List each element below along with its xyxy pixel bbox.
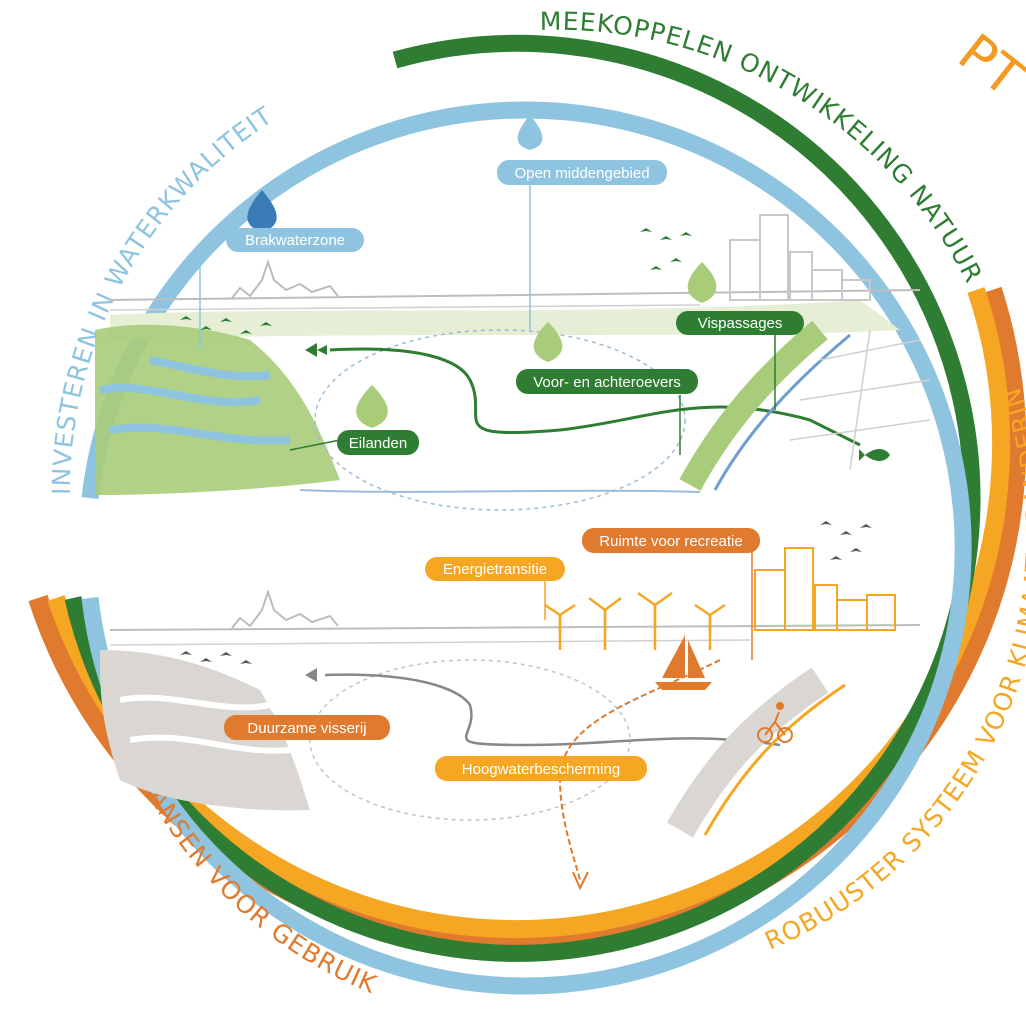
wetland-bottom-left xyxy=(100,650,310,811)
flow-arrow-head xyxy=(572,871,589,891)
river-right-top xyxy=(679,320,828,491)
village-top xyxy=(231,258,339,299)
cyclist-icon xyxy=(757,702,793,743)
wetland-bottom-channels xyxy=(119,694,291,754)
open-water-drop-icon xyxy=(517,115,543,150)
fish-route-bottom xyxy=(324,673,781,747)
label-vispassages: Vispassages xyxy=(676,311,804,335)
river-right-bottom-edge xyxy=(703,683,846,836)
ring-blue xyxy=(81,101,972,995)
wetland-channels xyxy=(99,356,291,445)
label-brakwaterzone: Brakwaterzone xyxy=(226,228,364,252)
label-ruimte-voor-recreatie: Ruimte voor recreatie xyxy=(582,528,760,553)
ring-green xyxy=(64,34,981,962)
arrows-drop-icon xyxy=(687,262,717,303)
bird-drop-icon-shores xyxy=(533,322,563,362)
birds-top-left xyxy=(180,316,272,334)
svg-text:Duurzame visserij: Duurzame visserij xyxy=(247,720,366,737)
wetland-left xyxy=(95,324,340,495)
city-top xyxy=(729,214,871,301)
sailboat-icon xyxy=(655,635,712,690)
horizon-line-bottom-2 xyxy=(109,639,751,646)
birds-bottom-right xyxy=(820,521,872,560)
windmills xyxy=(544,591,726,650)
svg-text:Open middengebied: Open middengebied xyxy=(514,165,649,182)
corner-mark: PT xyxy=(947,23,1026,109)
svg-text:Vispassages: Vispassages xyxy=(698,315,783,332)
svg-text:Hoogwaterbescherming: Hoogwaterbescherming xyxy=(462,761,620,778)
label-energietransitie: Energietransitie xyxy=(425,557,565,581)
svg-text:Ruimte voor recreatie: Ruimte voor recreatie xyxy=(599,533,742,550)
label-voor-en-achteroevers: Voor- en achteroevers xyxy=(516,369,698,394)
label-duurzame-visserij: Duurzame visserij xyxy=(224,715,390,740)
birds-top-right xyxy=(640,228,692,270)
fish-icon-left xyxy=(305,343,327,357)
svg-text:Voor- en achteroevers: Voor- en achteroevers xyxy=(533,374,681,391)
open-water-ellipse-top xyxy=(314,329,686,511)
connectors-bottom xyxy=(544,552,753,660)
svg-text:Energietransitie: Energietransitie xyxy=(443,561,547,578)
bird-drop-icon-islands xyxy=(356,385,388,428)
label-open-middengebied: Open middengebied xyxy=(497,160,667,185)
fish-route-top xyxy=(329,347,861,447)
label-hoogwaterbescherming: Hoogwaterbescherming xyxy=(435,756,647,781)
fish-icon-bottom xyxy=(305,668,317,682)
svg-text:Brakwaterzone: Brakwaterzone xyxy=(245,232,345,249)
river-right-top-edge xyxy=(713,333,851,491)
river-right-bottom xyxy=(666,667,829,838)
fields-right xyxy=(789,329,931,471)
city-bottom xyxy=(754,547,896,631)
water-surface-top xyxy=(299,489,701,493)
village-bottom xyxy=(231,588,339,629)
connectors-top xyxy=(199,185,776,455)
bottom-landscape xyxy=(100,521,921,891)
birds-bottom-left xyxy=(180,651,252,664)
svg-text:Eilanden: Eilanden xyxy=(349,435,407,452)
horizon-line-top xyxy=(109,289,921,301)
drop-icons-top xyxy=(247,115,717,428)
fish-icon-right xyxy=(859,449,890,461)
top-landscape xyxy=(95,214,931,511)
horizon-line-top-2 xyxy=(109,304,701,311)
water-drop-icon xyxy=(247,190,277,232)
label-eilanden: Eilanden xyxy=(337,430,419,455)
